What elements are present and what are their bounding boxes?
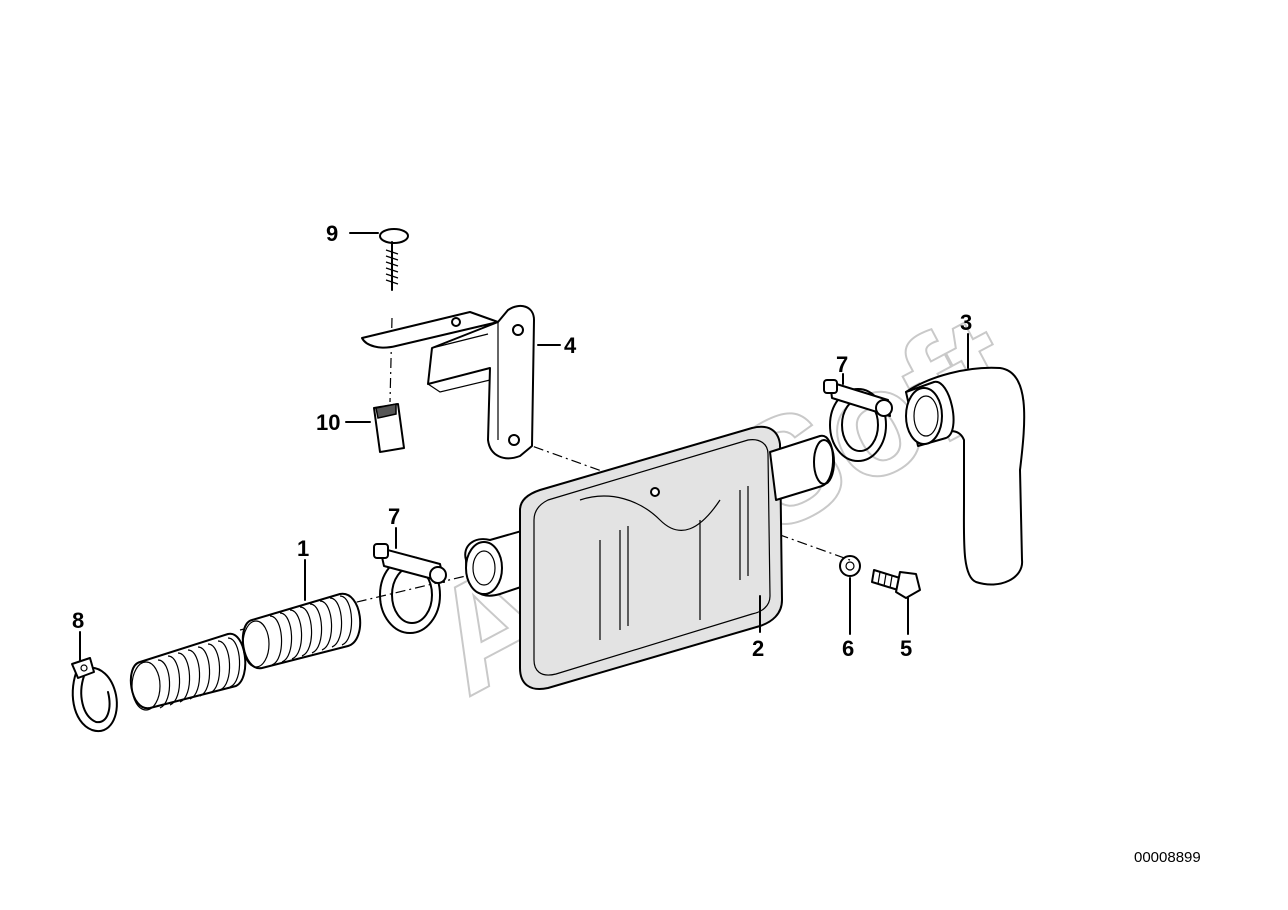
callout-7-right[interactable]: 7 xyxy=(836,352,848,377)
callout-3[interactable]: 3 xyxy=(960,310,972,335)
callout-8[interactable]: 8 xyxy=(72,608,84,633)
callout-5[interactable]: 5 xyxy=(900,636,912,661)
diagram-code: 00008899 xyxy=(1134,849,1201,866)
part-2-muffler xyxy=(464,425,835,690)
part-1-flex-hose xyxy=(129,592,362,711)
callout-6[interactable]: 6 xyxy=(842,636,854,661)
callout-10[interactable]: 10 xyxy=(316,410,340,435)
part-8-clip xyxy=(71,657,118,733)
part-9-screw xyxy=(379,228,409,291)
part-7-clamp-right xyxy=(823,379,893,462)
callout-9[interactable]: 9 xyxy=(326,221,338,246)
part-7-clamp-left xyxy=(373,543,447,634)
part-10-clip-nut xyxy=(373,403,405,453)
callout-4[interactable]: 4 xyxy=(564,333,577,358)
leader-lines xyxy=(79,232,969,661)
callout-7-left[interactable]: 7 xyxy=(388,504,400,529)
callout-1[interactable]: 1 xyxy=(297,536,309,561)
callout-2[interactable]: 2 xyxy=(752,636,764,661)
part-3-bent-hose xyxy=(905,366,1026,586)
part-5-bolt xyxy=(871,569,921,599)
part-6-washer xyxy=(839,555,861,577)
part-4-bracket xyxy=(361,304,535,460)
